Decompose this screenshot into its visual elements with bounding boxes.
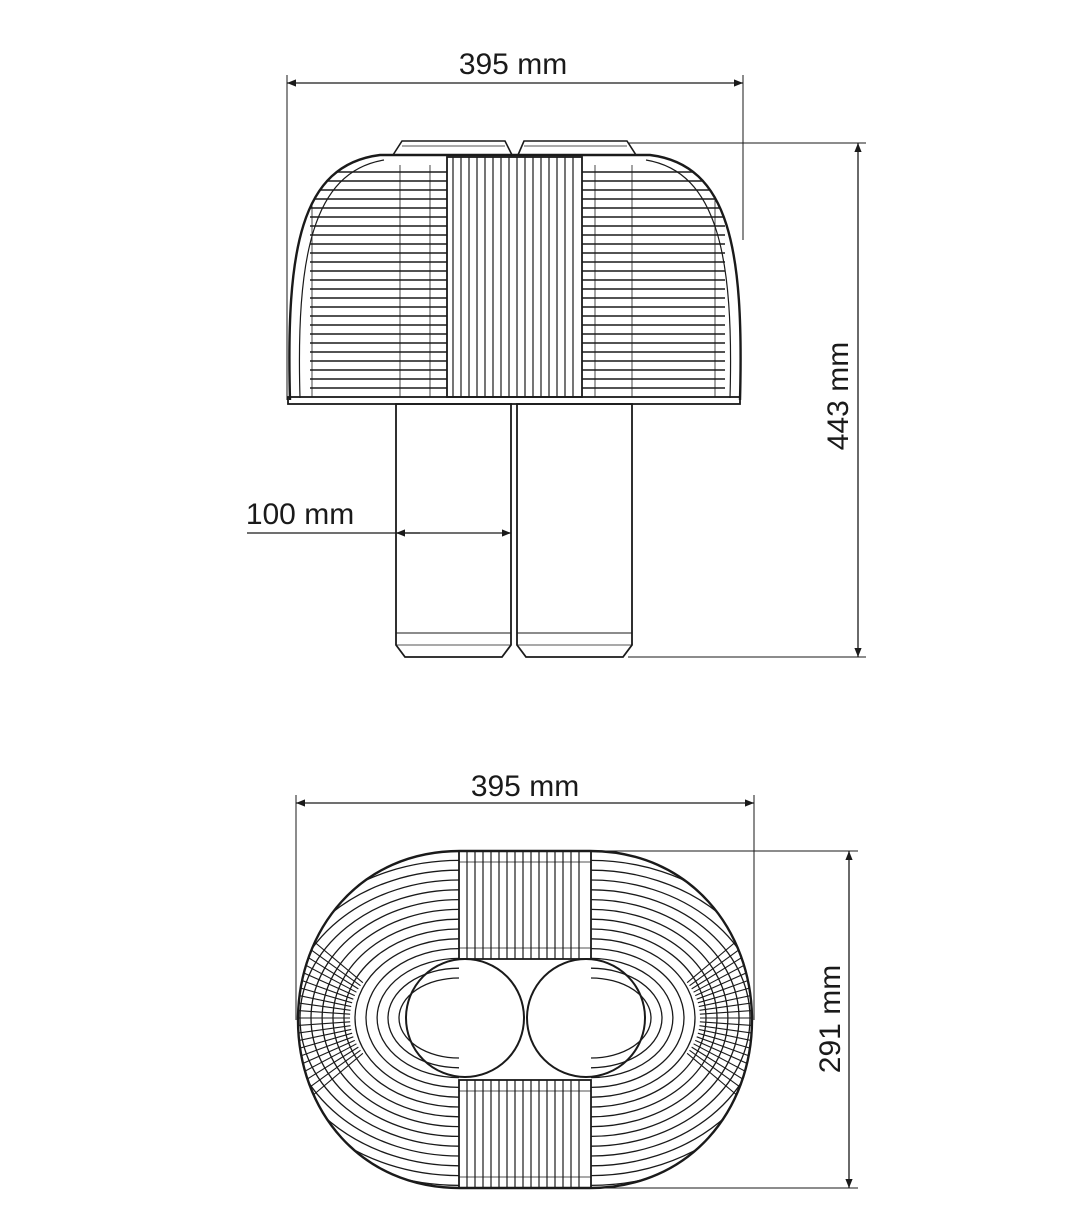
rib-line bbox=[298, 1021, 351, 1030]
rib-line bbox=[298, 923, 361, 987]
lamp-shade bbox=[287, 140, 742, 405]
rib-line bbox=[693, 1043, 752, 1094]
rib-line bbox=[696, 1036, 752, 1074]
rib-line bbox=[689, 1049, 752, 1113]
rib-line bbox=[689, 923, 752, 987]
rib-line bbox=[696, 962, 752, 1000]
rib-line bbox=[298, 1049, 361, 1113]
rib-line bbox=[298, 1036, 354, 1074]
base-circle-right bbox=[526, 958, 646, 1078]
rib-line bbox=[298, 932, 359, 990]
top-depth-dimension: 291 mm bbox=[590, 850, 858, 1189]
rib-arc bbox=[590, 947, 685, 1089]
top-width-dimension: 395 mm bbox=[295, 770, 755, 1020]
rib-arc bbox=[298, 879, 460, 1157]
rib-line bbox=[298, 962, 354, 1000]
rib-line bbox=[697, 1032, 752, 1063]
rib-line bbox=[298, 1043, 357, 1094]
base-width-label: 100 mm bbox=[246, 498, 354, 531]
rib-arc bbox=[332, 918, 460, 1118]
rib-line bbox=[693, 942, 752, 993]
lamp-base bbox=[395, 403, 633, 658]
front-height-label: 443 mm bbox=[822, 342, 855, 450]
front-height-dimension: 443 mm bbox=[628, 142, 866, 658]
rib-line bbox=[695, 1039, 752, 1084]
rib-arc bbox=[298, 869, 460, 1167]
rib-line bbox=[686, 914, 752, 984]
rib-line bbox=[699, 1021, 752, 1030]
rib-arc bbox=[354, 938, 460, 1098]
rib-line bbox=[298, 1032, 353, 1063]
rib-arc bbox=[590, 977, 652, 1059]
rib-arc bbox=[590, 869, 752, 1167]
rib-line bbox=[699, 1006, 752, 1015]
band-lines bbox=[459, 851, 591, 1188]
shade-ribs bbox=[310, 157, 725, 397]
rib-line bbox=[298, 914, 364, 984]
rib-arc bbox=[590, 957, 674, 1079]
top-view: 395 mm 291 mm bbox=[295, 770, 858, 1190]
rib-arc bbox=[590, 851, 752, 1187]
rib-line bbox=[691, 1046, 752, 1104]
rib-arc bbox=[365, 947, 460, 1089]
rib-line bbox=[298, 1052, 364, 1122]
rib-arc bbox=[398, 977, 460, 1059]
rib-line bbox=[298, 942, 357, 993]
rib-line bbox=[298, 952, 355, 997]
front-width-label: 395 mm bbox=[459, 48, 567, 81]
rib-line bbox=[298, 1039, 355, 1084]
rib-line bbox=[298, 1006, 351, 1015]
rib-arc bbox=[590, 918, 718, 1118]
rib-arc bbox=[590, 967, 663, 1069]
top-depth-label: 291 mm bbox=[814, 965, 847, 1073]
rib-line bbox=[686, 1052, 752, 1122]
front-view: 395 mm 443 mm bbox=[246, 48, 866, 658]
rib-arc bbox=[590, 879, 752, 1157]
rib-line bbox=[691, 932, 752, 990]
rib-arc bbox=[298, 851, 460, 1187]
rib-line bbox=[695, 952, 752, 997]
rib-arc bbox=[590, 938, 696, 1098]
base-circle-left bbox=[405, 958, 525, 1078]
base-width-dimension: 100 mm bbox=[246, 498, 511, 537]
top-width-label: 395 mm bbox=[471, 770, 579, 803]
front-width-dimension: 395 mm bbox=[286, 48, 744, 400]
rib-line bbox=[298, 1046, 359, 1104]
rib-arc bbox=[376, 957, 460, 1079]
shade-plan bbox=[296, 849, 754, 1190]
